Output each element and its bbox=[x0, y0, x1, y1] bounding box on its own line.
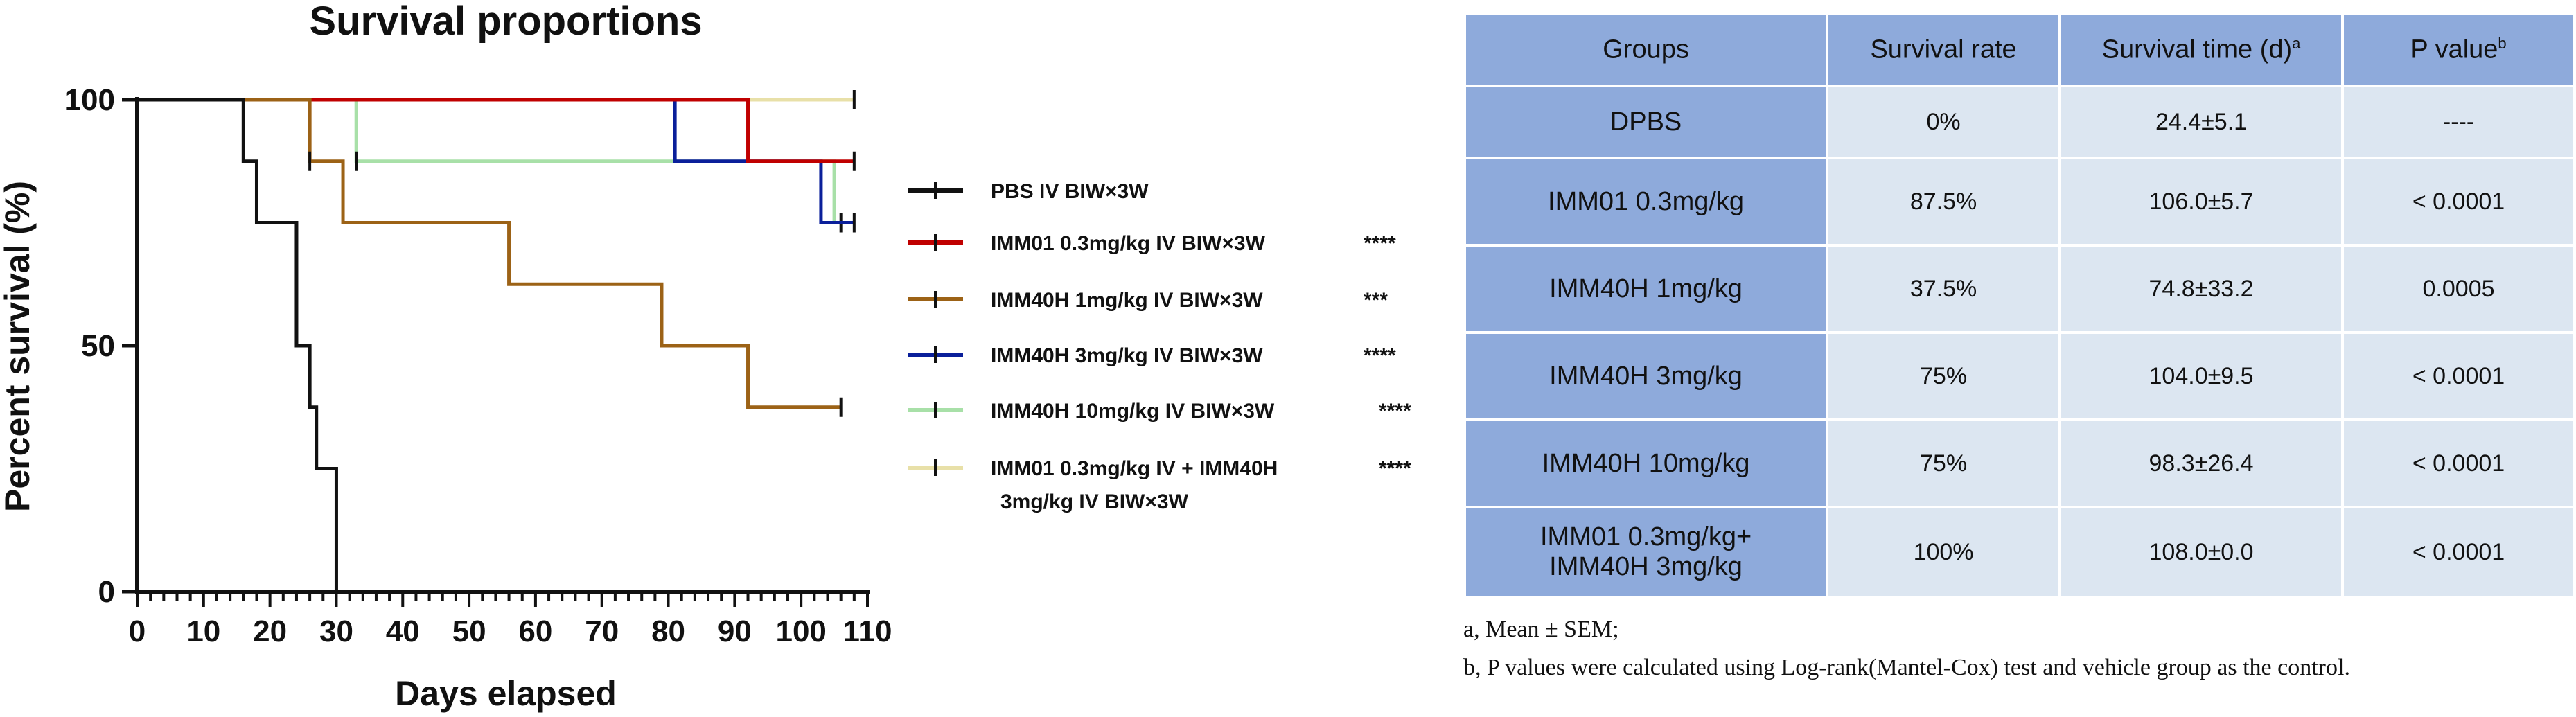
value-cell: 0% bbox=[1826, 85, 2062, 159]
legend-significance: **** bbox=[1379, 457, 1411, 480]
x-tick-label: 40 bbox=[386, 614, 420, 648]
y-tick-label: 100 bbox=[64, 83, 115, 117]
value-cell: < 0.0001 bbox=[2341, 157, 2576, 247]
footnote-b: b, P values were calculated using Log-ra… bbox=[1463, 655, 2350, 680]
survival-curves bbox=[137, 90, 856, 592]
legend-significance: **** bbox=[1364, 232, 1396, 255]
x-tick-label: 10 bbox=[186, 614, 220, 648]
x-tick-label: 60 bbox=[518, 614, 552, 648]
survival-curve-1 bbox=[137, 98, 854, 163]
value-cell: 74.8±33.2 bbox=[2058, 244, 2345, 334]
value-cell: < 0.0001 bbox=[2341, 331, 2576, 421]
value-cell: 106.0±5.7 bbox=[2058, 157, 2345, 247]
group-cell: IMM01 0.3mg/kg+ IMM40H 3mg/kg bbox=[1463, 506, 1829, 599]
survival-curve-2 bbox=[137, 98, 841, 409]
value-cell: 104.0±9.5 bbox=[2058, 331, 2345, 421]
axes: 0 10 20 30 40 50 60 70 80 90 100 110 0 50 100 bbox=[64, 83, 892, 648]
x-tick-label: 110 bbox=[843, 614, 892, 648]
group-cell: DPBS bbox=[1463, 85, 1829, 159]
x-tick-label: 30 bbox=[319, 614, 353, 648]
y-tick-label: 0 bbox=[98, 575, 115, 609]
group-cell: IMM40H 3mg/kg bbox=[1463, 331, 1829, 421]
legend-significance: **** bbox=[1379, 400, 1411, 423]
value-cell: 75% bbox=[1826, 331, 2062, 421]
header-p-value: P valueb bbox=[2341, 12, 2576, 87]
value-cell: 24.4±5.1 bbox=[2058, 85, 2345, 159]
chart-title: Survival proportions bbox=[309, 0, 702, 44]
value-cell: ---- bbox=[2341, 85, 2576, 159]
legend-label: 3mg/kg IV BIW×3W bbox=[1000, 490, 1189, 513]
value-cell: 37.5% bbox=[1826, 244, 2062, 334]
header-survival-rate: Survival rate bbox=[1826, 12, 2062, 87]
header-groups: Groups bbox=[1463, 12, 1829, 87]
legend: PBS IV BIW×3W IMM01 0.3mg/kg IV BIW×3W ***… bbox=[908, 180, 1411, 513]
value-cell: 87.5% bbox=[1826, 157, 2062, 247]
x-tick-label: 100 bbox=[775, 614, 826, 648]
legend-label: IMM01 0.3mg/kg IV + IMM40H bbox=[991, 457, 1278, 480]
x-tick-label: 70 bbox=[585, 614, 619, 648]
value-cell: 108.0±0.0 bbox=[2058, 506, 2345, 599]
value-cell: < 0.0001 bbox=[2341, 506, 2576, 599]
y-tick-label: 50 bbox=[81, 329, 115, 363]
survival-chart: Survival proportions Percent survival (%… bbox=[0, 0, 1411, 713]
y-axis-label: Percent survival (%) bbox=[0, 181, 37, 512]
survival-table: Groups Survival rate Survival time (d)a … bbox=[1463, 12, 2576, 599]
value-cell: 0.0005 bbox=[2341, 244, 2576, 334]
group-cell: IMM40H 10mg/kg bbox=[1463, 418, 1829, 508]
legend-label: IMM40H 1mg/kg IV BIW×3W bbox=[991, 289, 1263, 312]
x-axis-label: Days elapsed bbox=[395, 674, 617, 713]
header-survival-time: Survival time (d)a bbox=[2058, 12, 2345, 87]
value-cell: 75% bbox=[1826, 418, 2062, 508]
table-header-row: Groups Survival rate Survival time (d)a … bbox=[1463, 12, 2576, 87]
value-cell: < 0.0001 bbox=[2341, 418, 2576, 508]
legend-significance: **** bbox=[1364, 344, 1396, 367]
legend-label: IMM40H 3mg/kg IV BIW×3W bbox=[991, 344, 1263, 367]
value-cell: 98.3±26.4 bbox=[2058, 418, 2345, 508]
x-tick-label: 50 bbox=[452, 614, 486, 648]
x-tick-label: 20 bbox=[253, 614, 287, 648]
group-cell: IMM01 0.3mg/kg bbox=[1463, 157, 1829, 247]
footnote-a: a, Mean ± SEM; bbox=[1463, 617, 1619, 642]
survival-curve-0 bbox=[137, 98, 338, 592]
x-tick-label: 0 bbox=[129, 614, 145, 648]
legend-significance: *** bbox=[1364, 289, 1388, 312]
legend-label: PBS IV BIW×3W bbox=[991, 180, 1149, 203]
legend-label: IMM01 0.3mg/kg IV BIW×3W bbox=[991, 232, 1266, 255]
group-cell: IMM40H 1mg/kg bbox=[1463, 244, 1829, 334]
value-cell: 100% bbox=[1826, 506, 2062, 599]
x-tick-label: 90 bbox=[718, 614, 752, 648]
legend-label: IMM40H 10mg/kg IV BIW×3W bbox=[991, 400, 1275, 423]
x-tick-label: 80 bbox=[651, 614, 685, 648]
